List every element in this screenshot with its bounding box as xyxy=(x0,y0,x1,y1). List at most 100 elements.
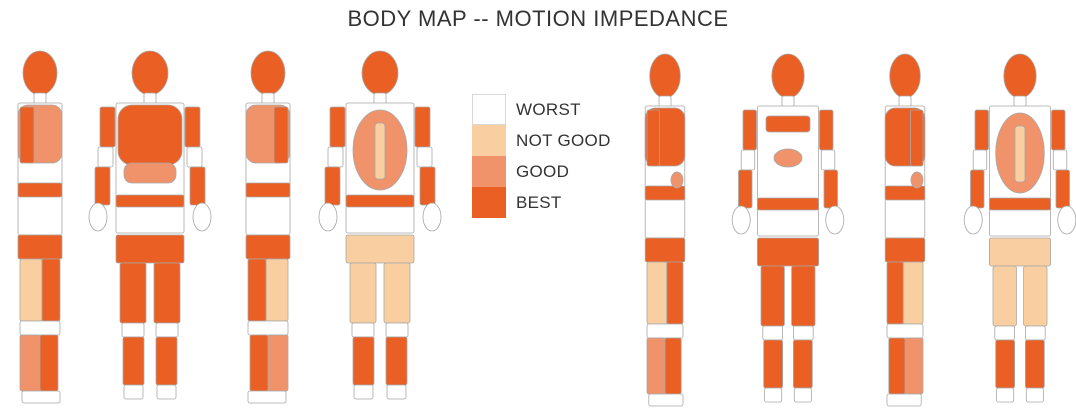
region-elbow-right xyxy=(1053,150,1067,170)
region-thigh-back xyxy=(647,262,667,324)
region-thigh-right xyxy=(384,263,410,323)
region-shin-right xyxy=(156,337,177,385)
figure-female-back xyxy=(964,54,1076,402)
region-hand-left xyxy=(732,206,750,234)
region-forearm-right xyxy=(190,167,205,205)
region-forearm-left xyxy=(739,170,753,208)
region-hand-right xyxy=(826,206,844,234)
region-head xyxy=(890,54,921,98)
region-shin-left xyxy=(764,340,783,388)
region-thigh-left xyxy=(761,266,784,326)
region-thigh-front xyxy=(248,259,266,321)
region-abdomen-pad xyxy=(911,172,923,188)
region-shin-left xyxy=(353,337,374,385)
region-waist-band xyxy=(18,183,62,197)
region-foot-left xyxy=(765,388,782,402)
figure-female-front xyxy=(732,54,844,402)
region-arm-upper xyxy=(20,107,34,163)
region-elbow-left xyxy=(328,147,343,167)
region-chest-lower xyxy=(124,163,176,183)
region-hips xyxy=(757,238,818,266)
region-knee xyxy=(248,321,288,335)
region-thigh-left xyxy=(993,266,1016,326)
region-foot-right xyxy=(794,388,811,402)
region-knee xyxy=(647,324,683,338)
region-forearm-left xyxy=(95,167,110,205)
region-upper-arm-left xyxy=(975,110,989,150)
region-hand-left xyxy=(319,203,337,231)
region-head xyxy=(362,51,398,95)
figure-male-side-left xyxy=(18,51,62,403)
region-waist-band xyxy=(645,186,685,200)
region-arm-upper xyxy=(647,110,660,166)
figure-female-side-left xyxy=(645,54,685,406)
region-thigh-right xyxy=(1024,266,1047,326)
region-knee-left xyxy=(122,323,144,337)
region-shin-left xyxy=(996,340,1015,388)
region-calf xyxy=(905,338,923,394)
region-foot xyxy=(649,394,683,406)
region-waist-band xyxy=(989,198,1050,210)
region-shin-right xyxy=(386,337,407,385)
region-knee-left xyxy=(995,326,1015,340)
region-head xyxy=(650,54,681,98)
region-arm-upper xyxy=(274,107,288,163)
region-thigh-back xyxy=(266,259,288,321)
region-elbow-right xyxy=(187,147,202,167)
region-shin xyxy=(665,338,681,394)
region-hand-right xyxy=(1058,206,1076,234)
region-hand-left xyxy=(964,206,982,234)
region-forearm-left xyxy=(971,170,985,208)
region-waist-band xyxy=(246,183,290,197)
region-head xyxy=(132,51,168,95)
region-upper-arm-right xyxy=(185,107,200,147)
region-waist-band xyxy=(757,198,818,210)
region-shin xyxy=(250,335,268,391)
region-foot-right xyxy=(157,385,176,399)
region-knee xyxy=(887,324,923,338)
region-knee-right xyxy=(386,323,408,337)
region-upper-arm-left xyxy=(743,110,757,150)
region-upper-arm-left xyxy=(330,107,345,147)
region-hips xyxy=(346,235,414,263)
region-chest-pad xyxy=(118,105,182,165)
region-foot-left xyxy=(354,385,373,399)
region-forearm-right xyxy=(420,167,435,205)
region-waist-band xyxy=(346,195,414,207)
region-elbow-right xyxy=(417,147,432,167)
region-spine-pad xyxy=(1015,126,1025,182)
figure-female-side-right xyxy=(885,54,925,406)
region-shin-right xyxy=(793,340,812,388)
region-upper-arm-right xyxy=(1052,110,1066,150)
region-hand-right xyxy=(193,203,211,231)
region-arm-upper xyxy=(910,110,923,166)
region-abdomen-pad xyxy=(671,172,683,188)
region-thigh-back xyxy=(20,259,42,321)
region-head xyxy=(251,51,285,95)
region-elbow-left xyxy=(741,150,755,170)
region-shin-left xyxy=(123,337,144,385)
region-calf xyxy=(20,335,40,391)
region-shin xyxy=(40,335,58,391)
region-elbow-left xyxy=(973,150,987,170)
region-upper-arm-right xyxy=(415,107,430,147)
region-hand-left xyxy=(89,203,107,231)
region-elbow-left xyxy=(98,147,113,167)
region-hips xyxy=(116,235,184,263)
region-waist-band xyxy=(116,195,184,207)
region-forearm-right xyxy=(1056,170,1070,208)
region-head xyxy=(23,51,57,95)
region-calf xyxy=(268,335,288,391)
region-hand-right xyxy=(423,203,441,231)
figure-male-side-right xyxy=(246,51,290,403)
region-hips xyxy=(246,235,290,259)
figure-male-back xyxy=(319,51,441,399)
region-knee-right xyxy=(793,326,813,340)
region-calf xyxy=(647,338,665,394)
region-knee-right xyxy=(156,323,178,337)
region-foot-right xyxy=(1026,388,1043,402)
region-knee-left xyxy=(763,326,783,340)
region-knee-right xyxy=(1025,326,1045,340)
region-thigh-left xyxy=(350,263,376,323)
